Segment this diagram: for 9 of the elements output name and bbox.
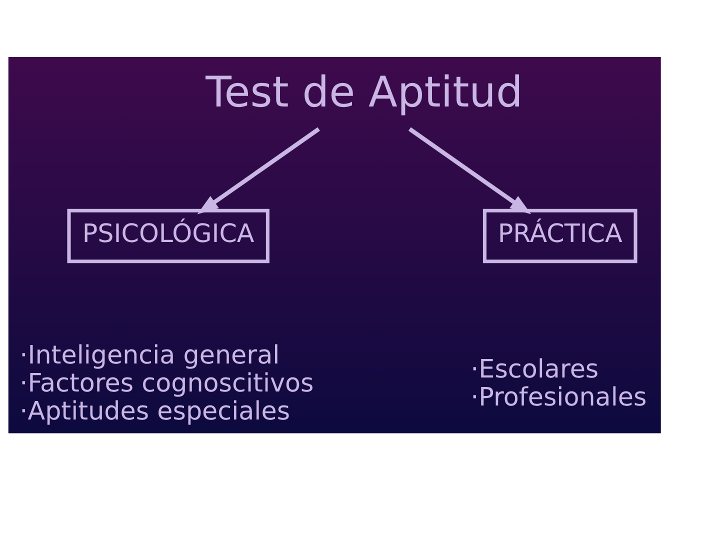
arrow: [197, 126, 320, 214]
node-box: PRÁCTICA: [482, 208, 638, 263]
arrow: [408, 126, 532, 214]
node-box: PSICOLÓGICA: [67, 208, 270, 263]
node-label: ·Profesionales: [470, 381, 647, 412]
node-text: Test de Aptitud: [206, 66, 523, 116]
node-label: ·Escolares: [470, 352, 599, 383]
node-label: ·Aptitudes especiales: [20, 395, 290, 426]
node-label: ·Inteligencia general: [20, 338, 280, 369]
